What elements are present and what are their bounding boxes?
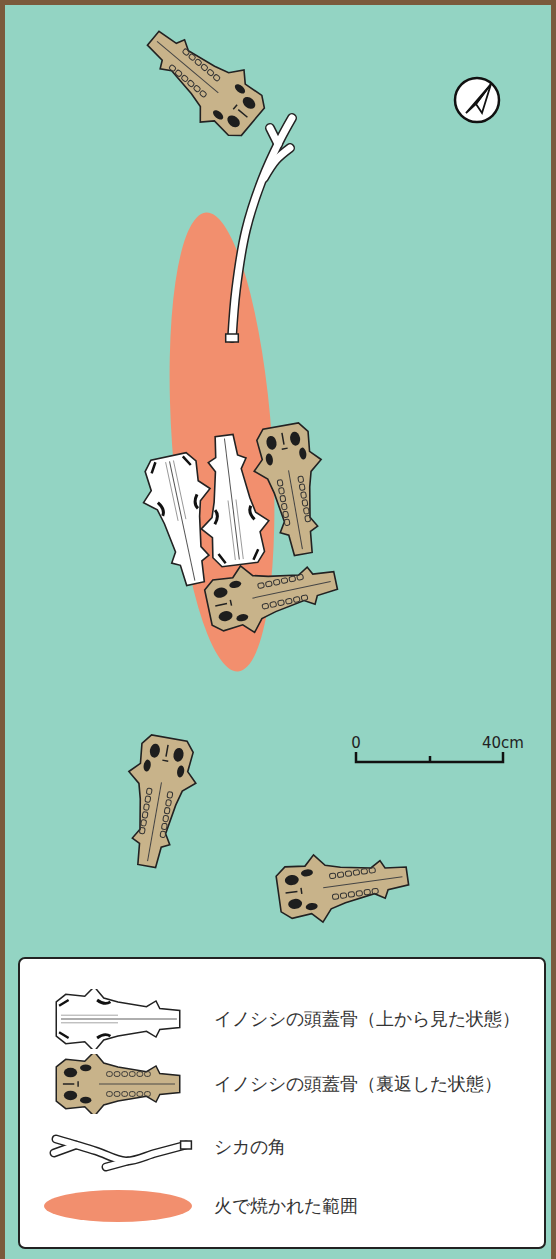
north-arrow (455, 78, 499, 122)
boar-skull-top (56, 989, 180, 1049)
legend-swatch (36, 1176, 201, 1236)
legend-box: イノシシの頭蓋骨（上から見た状態） イノシシの頭蓋骨（裏返した状態） シカの角火で焼… (18, 957, 546, 1249)
ground-panel (5, 5, 551, 1259)
legend-row: 火で焼かれた範囲 (20, 1176, 544, 1236)
scale-bar (356, 752, 503, 762)
legend-row: イノシシの頭蓋骨（裏返した状態） (20, 1054, 544, 1114)
legend-icon (36, 1117, 201, 1177)
boar-skull-under (56, 1054, 180, 1114)
legend-row: イノシシの頭蓋骨（上から見た状態） (20, 989, 544, 1049)
burned-area (156, 209, 288, 675)
deer-antler (54, 1139, 191, 1167)
scale-label: 40cm (482, 734, 524, 752)
legend-text: シカの角 (214, 1135, 286, 1159)
legend-icon (36, 1054, 201, 1114)
deer-antler (226, 118, 292, 342)
legend-text: イノシシの頭蓋骨（上から見た状態） (214, 1007, 520, 1031)
legend-icon (36, 989, 201, 1049)
legend-text: イノシシの頭蓋骨（裏返した状態） (214, 1072, 502, 1096)
legend-text: 火で焼かれた範囲 (214, 1194, 358, 1218)
boar-skull-under (113, 732, 203, 872)
boar-skull-under (131, 12, 274, 148)
legend-row: シカの角 (20, 1117, 544, 1177)
boar-skull-under (247, 420, 337, 560)
boar-skull-under (274, 842, 412, 927)
scale-label: 0 (351, 734, 361, 752)
boar-skull-under (201, 547, 342, 641)
